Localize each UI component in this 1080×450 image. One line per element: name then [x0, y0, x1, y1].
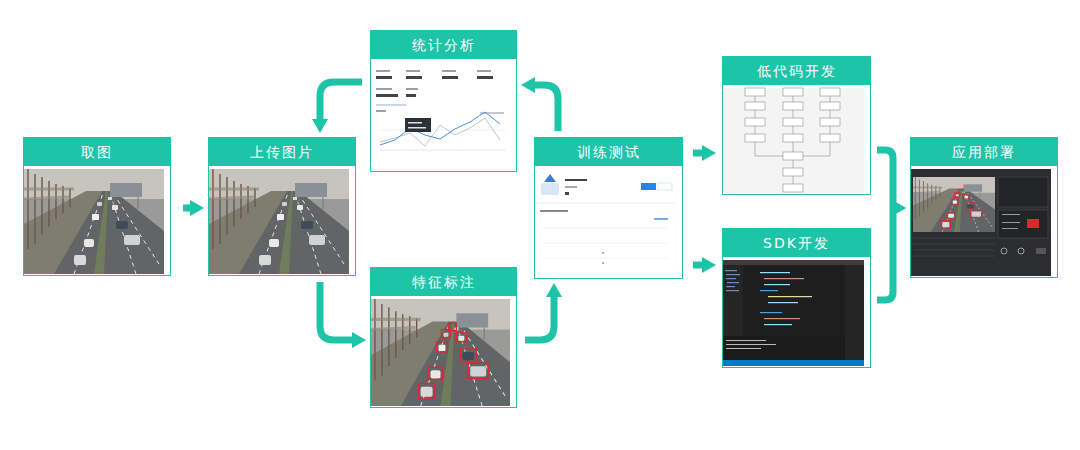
stats-screenshot [371, 62, 510, 170]
annotated-photo [371, 299, 510, 406]
app-screenshot [911, 169, 1051, 276]
flow-arrow [531, 85, 558, 131]
step-title: SDK开发 [723, 229, 870, 257]
step-title: 特征标注 [371, 268, 516, 296]
training-screenshot [535, 169, 676, 277]
flowchart-screenshot [723, 88, 864, 193]
flow-arrow [693, 150, 706, 157]
step-title: 取图 [24, 138, 170, 166]
step-title: 上传图片 [209, 138, 355, 166]
flow-arrow [877, 150, 896, 208]
step-title: 应用部署 [911, 138, 1057, 166]
step-card: 训练测试 [534, 137, 683, 279]
flow-arrow [183, 205, 194, 212]
code-editor-screenshot [723, 260, 864, 366]
step-title: 低代码开发 [723, 57, 870, 85]
road-photo [209, 169, 349, 274]
flow-arrow [320, 282, 356, 340]
flow-arrow [693, 262, 706, 269]
step-card: 上传图片 [208, 137, 356, 276]
flow-arrow [320, 82, 362, 123]
step-card: 低代码开发 [722, 56, 871, 195]
step-card: 特征标注 [370, 267, 517, 408]
step-card: 应用部署 [910, 137, 1058, 278]
flow-arrow [877, 208, 896, 300]
road-photo [24, 169, 164, 274]
step-card: SDK开发 [722, 228, 871, 368]
step-card: 取图 [23, 137, 171, 276]
step-title: 统计分析 [371, 31, 516, 59]
flow-arrow [525, 293, 554, 340]
step-card: 统计分析 [370, 30, 517, 172]
step-title: 训练测试 [535, 138, 682, 166]
